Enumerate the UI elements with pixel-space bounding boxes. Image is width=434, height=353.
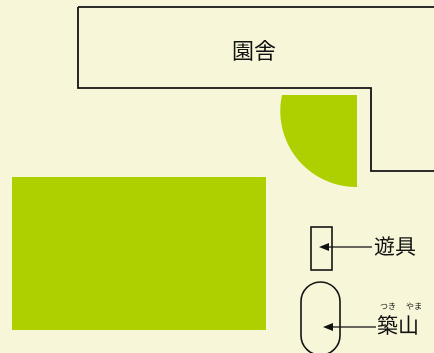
equipment-arrow-icon [319, 243, 329, 251]
artificial-hill-outline [300, 281, 341, 353]
playground-equipment-box [310, 226, 333, 271]
artificial-hill-label: 築山 [377, 314, 419, 338]
door-swing-quarter-circle-icon [280, 95, 357, 188]
playground-area [12, 177, 266, 330]
playground-equipment-label: 遊具 [374, 235, 416, 259]
artificial-hill-reading-first: つき [380, 302, 396, 311]
hill-arrow-icon [323, 323, 333, 331]
artificial-hill-reading-second: やま [406, 302, 422, 311]
building-label: 園舎 [232, 40, 276, 65]
building-outline [77, 6, 434, 172]
